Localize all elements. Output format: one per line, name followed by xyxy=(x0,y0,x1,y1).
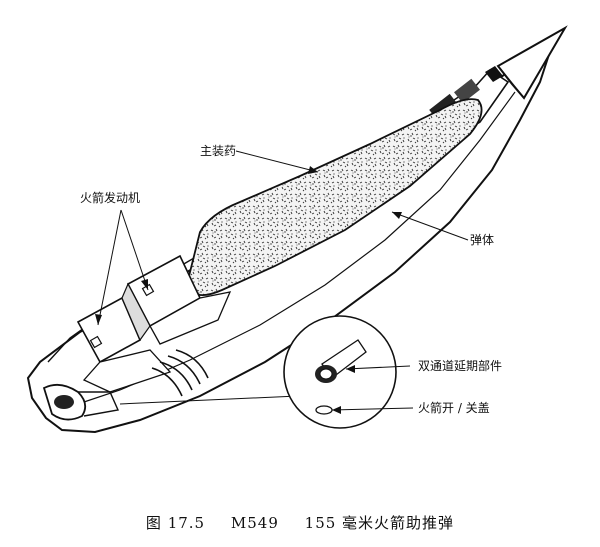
leader-lines xyxy=(97,150,469,411)
caption-model: M549 xyxy=(230,514,279,532)
base-nozzle xyxy=(42,383,120,421)
label-dual-channel-delay: 双通道延期部件 xyxy=(418,359,503,373)
figure-caption: 图 17.5 M549 155 毫米火箭助推弹 xyxy=(0,512,600,533)
caption-figure-number: 图 17.5 xyxy=(145,514,206,532)
rocket-motor-section xyxy=(76,254,232,393)
label-main-charge: 主装药 xyxy=(200,144,237,158)
rotating-band xyxy=(151,349,209,397)
caption-description: 155 毫米火箭助推弹 xyxy=(304,514,455,532)
label-rocket-motor: 火箭发动机 xyxy=(80,191,141,205)
label-rocket-switch-cover: 火箭开 / 关盖 xyxy=(418,401,490,415)
label-projectile-body: 弹体 xyxy=(470,233,495,247)
detail-magnifier xyxy=(283,315,397,429)
